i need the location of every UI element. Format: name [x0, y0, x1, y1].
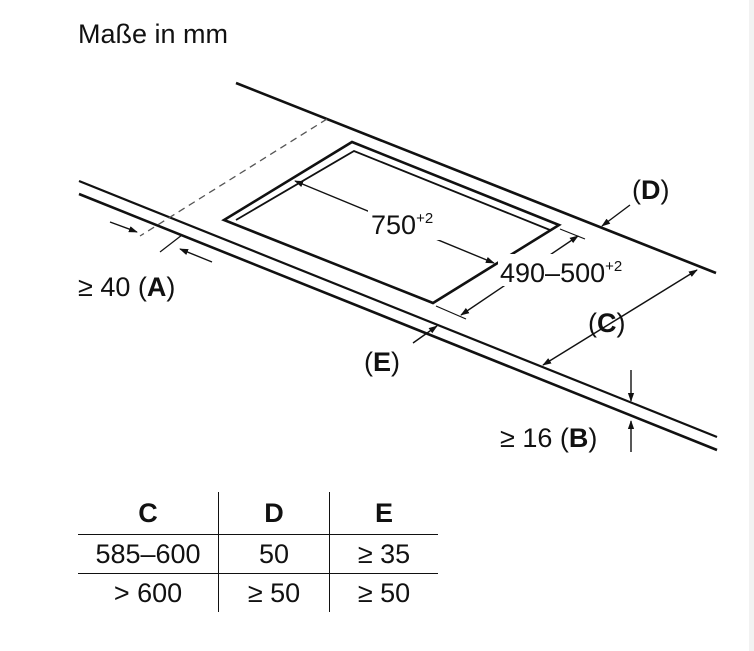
table-row: 585–600 50 ≥ 35: [78, 534, 438, 574]
length-label-background: [368, 206, 450, 240]
table-cell-d: 50: [218, 534, 330, 574]
table-cell-d: ≥ 50: [218, 573, 330, 612]
d-leader-arrow: [601, 204, 631, 227]
table-header-c: C: [78, 492, 219, 535]
worktop-back-edge: [235, 81, 717, 275]
c-label: (C): [588, 308, 626, 338]
page-edge-shadow: [749, 0, 754, 651]
table-cell-c: 585–600: [95, 538, 201, 569]
worktop-front-top-edge: [78, 179, 718, 439]
c-dimension-line: [542, 269, 698, 366]
b-label: ≥ 16 (B): [500, 423, 597, 453]
table-header-d: D: [218, 492, 330, 535]
table-cell-c: > 600: [78, 573, 219, 612]
table-header-e: E: [329, 492, 438, 535]
depth-label-background: [498, 254, 648, 286]
table-row: > 600 ≥ 50 ≥ 50: [78, 573, 438, 612]
depth-extension-line-top: [559, 228, 586, 240]
dimension-table: C D E 585–600 50 ≥ 35 > 600 ≥ 50 ≥ 50: [78, 492, 438, 612]
a-arrow-left: [109, 221, 138, 233]
a-arrow-right: [179, 248, 213, 263]
worktop-front-bottom-edge: [78, 192, 718, 452]
a-extension-line: [159, 234, 183, 253]
depth-label: 490–500+2: [500, 258, 622, 288]
e-leader-arrow: [412, 325, 438, 344]
e-label: (E): [364, 347, 400, 377]
length-label: 750+2: [371, 210, 433, 240]
d-label: (D): [632, 175, 670, 205]
a-label: ≥ 40 (A): [78, 272, 175, 302]
table-cell-e: ≥ 35: [329, 534, 438, 574]
table-cell-e: ≥ 50: [329, 573, 438, 612]
hidden-edge-dashed-line: [139, 118, 328, 237]
diagram-title: Maße in mm: [78, 19, 229, 49]
depth-extension-line-bottom: [435, 305, 467, 320]
table-header-row: C D E: [78, 492, 438, 535]
